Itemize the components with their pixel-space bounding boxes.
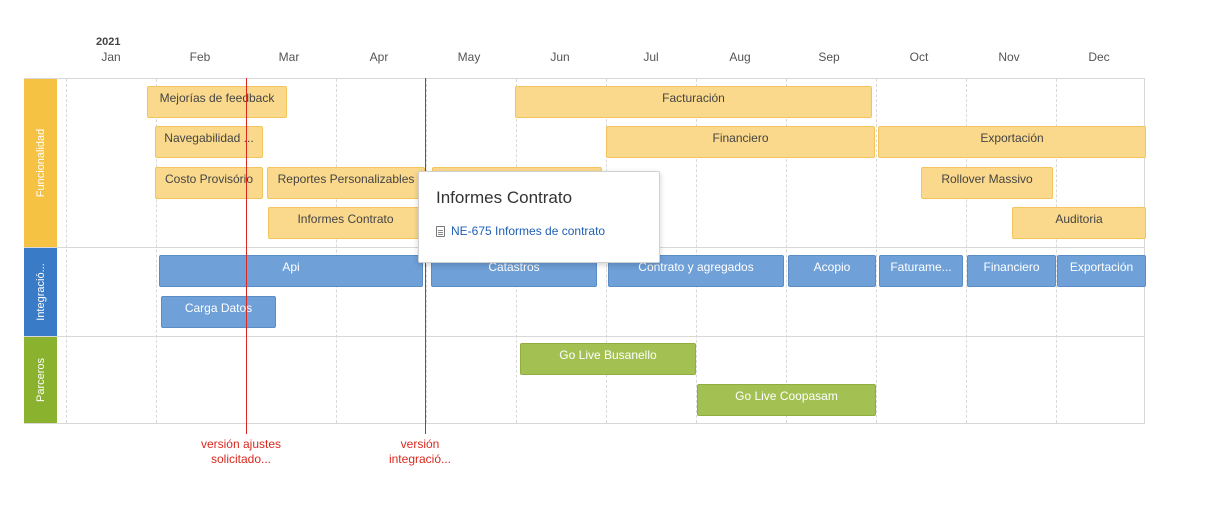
marker-label-line2: integració...: [388, 452, 452, 466]
month-jan: Jan: [101, 50, 121, 64]
grid-line: [966, 79, 967, 423]
bar-carga-datos[interactable]: Carga Datos: [161, 296, 276, 328]
bar-go-live-busanello[interactable]: Go Live Busanello: [520, 343, 696, 375]
tooltip-link-text[interactable]: NE-675 Informes de contrato: [451, 224, 606, 238]
month-feb: Feb: [189, 50, 211, 64]
lane-label-funcionalidad[interactable]: Funcionalidad: [24, 79, 57, 247]
document-icon: [436, 225, 445, 237]
bar-informes-contrato[interactable]: Informes Contrato: [268, 207, 423, 239]
bar-mejorias-feedback[interactable]: Mejorías de feedback: [147, 86, 287, 118]
grid-line: [876, 79, 877, 423]
version-marker-label[interactable]: versión ajustes solicitado...: [181, 437, 301, 467]
marker-label-line2: solicitado...: [210, 452, 272, 466]
tooltip-title: Informes Contrato: [436, 188, 573, 207]
month-jun: Jun: [550, 50, 570, 64]
lane-label-integracion[interactable]: Integració...: [24, 248, 57, 336]
grid-line: [696, 79, 697, 423]
bar-costo-provisorio[interactable]: Costo Provisório: [155, 167, 263, 199]
month-may: May: [457, 50, 481, 64]
tooltip-issue-link[interactable]: NE-675 Informes de contrato: [436, 224, 605, 238]
month-sep: Sep: [818, 50, 840, 64]
bar-exportacion-funcionalidad[interactable]: Exportación: [878, 126, 1146, 158]
month-mar: Mar: [278, 50, 300, 64]
marker-label-line1: versión: [400, 437, 440, 451]
bar-faturamento[interactable]: Faturame...: [879, 255, 963, 287]
bar-financiero-integracion[interactable]: Financiero: [967, 255, 1056, 287]
bar-exportacion-integracion[interactable]: Exportación: [1057, 255, 1146, 287]
month-dec: Dec: [1088, 50, 1110, 64]
bar-reportes-personalizables[interactable]: Reportes Personalizables: [267, 167, 425, 199]
year-label: 2021: [96, 36, 121, 48]
month-oct: Oct: [909, 50, 929, 64]
lane-label-text: Funcionalidad: [34, 128, 47, 198]
month-jul: Jul: [643, 50, 659, 64]
lane-label-parceros[interactable]: Parceros: [24, 337, 57, 423]
bar-rollover-massivo[interactable]: Rollover Massivo: [921, 167, 1053, 199]
grid-line: [786, 79, 787, 423]
grid-line: [336, 79, 337, 423]
issue-tooltip: Informes Contrato NE-675 Informes de con…: [418, 171, 660, 263]
bar-api[interactable]: Api: [159, 255, 423, 287]
bar-contrato-agregados[interactable]: Contrato y agregados: [608, 255, 784, 287]
bar-acopio[interactable]: Acopio: [788, 255, 876, 287]
grid-line: [156, 79, 157, 423]
bar-financiero-funcionalidad[interactable]: Financiero: [606, 126, 875, 158]
bar-go-live-coopasam[interactable]: Go Live Coopasam: [697, 384, 876, 416]
bar-facturacion[interactable]: Facturación: [515, 86, 872, 118]
version-marker-line[interactable]: [246, 78, 247, 434]
bar-auditoria[interactable]: Auditoria: [1012, 207, 1146, 239]
grid-line: [1056, 79, 1057, 423]
month-apr: Apr: [369, 50, 389, 64]
bar-navegabilidad[interactable]: Navegabilidad ...: [155, 126, 263, 158]
version-marker-label[interactable]: versión integració...: [360, 437, 480, 467]
lane-label-text: Integració...: [34, 263, 47, 321]
marker-label-line1: versión ajustes: [200, 437, 282, 451]
grid-line: [66, 79, 67, 423]
month-nov: Nov: [998, 50, 1020, 64]
lane-label-text: Parceros: [34, 357, 47, 403]
lane-divider: [24, 336, 1145, 337]
month-aug: Aug: [729, 50, 751, 64]
